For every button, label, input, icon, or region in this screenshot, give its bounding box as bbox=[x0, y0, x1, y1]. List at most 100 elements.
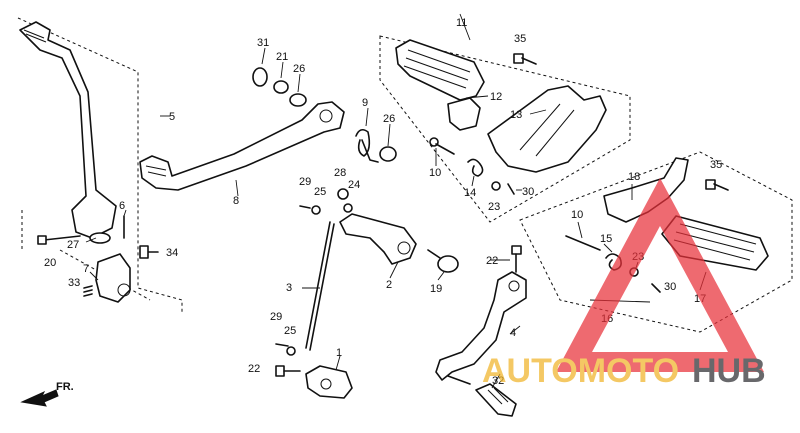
callout-4: 4 bbox=[510, 327, 516, 339]
shift-rubber-32 bbox=[475, 383, 517, 417]
kick-shaft-joint-7 bbox=[95, 253, 131, 303]
callout-29: 29 bbox=[299, 176, 311, 188]
callout-25-second: 25 bbox=[284, 325, 296, 337]
callout-32: 32 bbox=[492, 375, 504, 387]
callout-1: 1 bbox=[336, 347, 342, 359]
brake-rod-assembly bbox=[275, 188, 353, 399]
pillion-box-outline bbox=[519, 151, 793, 333]
callout-30-second: 30 bbox=[664, 281, 676, 293]
bolt-34-head bbox=[139, 245, 149, 259]
callout-30: 30 bbox=[522, 186, 534, 198]
callout-12: 12 bbox=[490, 91, 502, 103]
leader-8 bbox=[235, 179, 239, 197]
shift-lever-bore bbox=[508, 280, 520, 292]
bolt-22-head bbox=[275, 365, 285, 377]
brake-pedal-tread bbox=[145, 165, 167, 177]
callout-35-second: 35 bbox=[710, 159, 722, 171]
pillion-footpeg-assembly bbox=[519, 151, 793, 333]
kick-starter-assembly bbox=[17, 17, 183, 312]
brake-arm-assembly bbox=[339, 213, 459, 273]
kick-starter-arm bbox=[19, 21, 117, 239]
leader-15 bbox=[603, 243, 613, 253]
callout-19: 19 bbox=[430, 283, 442, 295]
bracket-ribs bbox=[519, 103, 575, 157]
pin-10b bbox=[565, 235, 601, 251]
callout-3: 3 bbox=[286, 282, 292, 294]
footpeg-bracket-13 bbox=[487, 85, 607, 173]
washer-23 bbox=[491, 181, 501, 191]
callout-34: 34 bbox=[166, 247, 178, 259]
front-arrow-icon bbox=[20, 389, 59, 407]
callout-11: 11 bbox=[456, 17, 467, 29]
callout-33: 33 bbox=[68, 277, 80, 289]
callout-13: 13 bbox=[510, 109, 522, 121]
bolt-35b bbox=[713, 183, 729, 191]
watermark-brand-prefix: AUTOMOTO bbox=[482, 352, 679, 390]
leader-13 bbox=[529, 109, 547, 115]
brake-arm-2 bbox=[339, 213, 417, 265]
footpeg-teeth bbox=[403, 49, 471, 89]
callout-26-second: 26 bbox=[383, 113, 395, 125]
brake-pedal-pivot bbox=[319, 109, 333, 123]
callout-22-second: 22 bbox=[486, 255, 498, 267]
washer-24 bbox=[343, 203, 353, 213]
brake-arm-bore bbox=[397, 241, 411, 255]
shift-rubber-ribs bbox=[487, 387, 509, 405]
kick-starter-box-outline bbox=[17, 17, 183, 312]
bolt-19-cap bbox=[437, 255, 459, 273]
bolt-19-shaft bbox=[427, 249, 441, 259]
gearshift-lever-4 bbox=[435, 271, 527, 381]
leader-21 bbox=[280, 61, 284, 79]
spring-14 bbox=[467, 158, 484, 177]
front-label: FR. bbox=[56, 381, 74, 393]
leader-27 bbox=[85, 237, 97, 243]
leader-9 bbox=[365, 107, 369, 127]
leader-14 bbox=[471, 175, 475, 187]
bolt-22b-head bbox=[511, 245, 522, 255]
leader-31 bbox=[261, 47, 266, 65]
rod-joint-1 bbox=[305, 365, 353, 399]
callout-18: 18 bbox=[628, 171, 640, 183]
callout-2: 2 bbox=[386, 279, 392, 291]
leader-11 bbox=[459, 13, 471, 41]
callout-14: 14 bbox=[464, 187, 476, 199]
return-spring-9 bbox=[355, 128, 379, 163]
bolt-35 bbox=[521, 57, 537, 65]
leader-12 bbox=[465, 95, 489, 99]
leader-26 bbox=[297, 73, 301, 93]
kick-pedal-grip bbox=[23, 29, 47, 43]
footpeg-mount bbox=[447, 97, 481, 131]
leader-7 bbox=[89, 271, 99, 281]
bushing-26b bbox=[379, 146, 397, 162]
footpeg-box-outline bbox=[379, 35, 631, 223]
leader-2 bbox=[389, 261, 399, 279]
callout-numbers: 5 6 27 20 7 33 34 31 21 26 9 26 8 29 25 … bbox=[44, 17, 722, 387]
callout-8: 8 bbox=[233, 195, 239, 207]
front-direction-indicator: FR. bbox=[20, 381, 74, 407]
callout-27: 27 bbox=[67, 239, 79, 251]
callout-25: 25 bbox=[314, 186, 326, 198]
automotohub-watermark: AUTOMOTO HUB bbox=[482, 178, 766, 390]
kick-arm-boss bbox=[89, 232, 111, 244]
callout-28: 28 bbox=[334, 167, 346, 179]
callout-10-second: 10 bbox=[571, 209, 583, 221]
leader-6 bbox=[123, 209, 127, 217]
kick-joint-bore bbox=[117, 283, 131, 297]
pillion-bracket-18 bbox=[603, 157, 689, 223]
callout-23: 23 bbox=[488, 201, 500, 213]
bolt-20-head bbox=[37, 235, 47, 245]
leader-1 bbox=[335, 355, 341, 371]
callout-22: 22 bbox=[248, 363, 260, 375]
washer-21 bbox=[273, 80, 289, 94]
leader-19 bbox=[437, 271, 445, 281]
leader-26b bbox=[387, 123, 391, 147]
leader-4 bbox=[509, 325, 521, 335]
bushing-26 bbox=[289, 93, 307, 107]
cotter-30b bbox=[651, 283, 661, 293]
pin-28 bbox=[337, 188, 349, 200]
shift-tip-shaft bbox=[447, 375, 471, 385]
callout-7: 7 bbox=[83, 263, 89, 275]
callout-6: 6 bbox=[119, 200, 125, 212]
callout-21: 21 bbox=[276, 51, 288, 63]
